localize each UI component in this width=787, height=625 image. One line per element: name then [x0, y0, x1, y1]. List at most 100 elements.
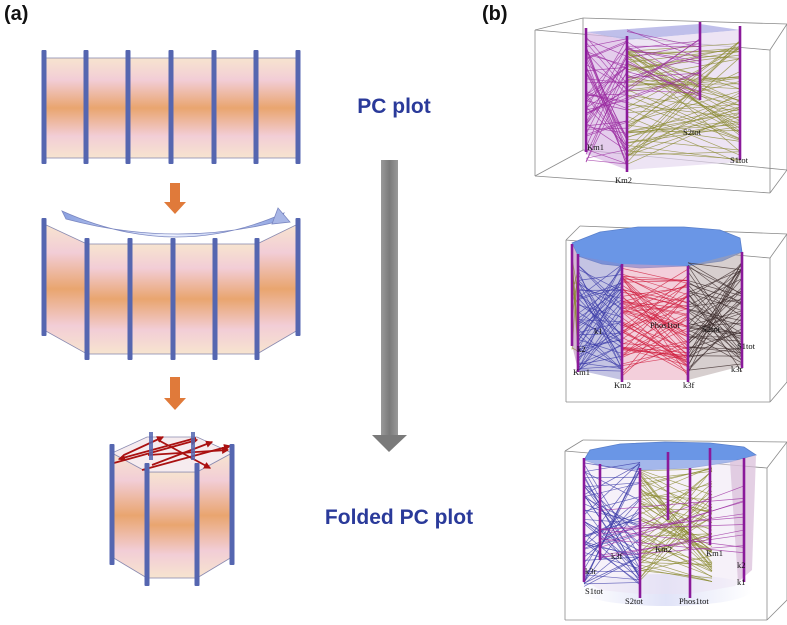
plot1-box-edge-10 [769, 169, 787, 194]
plot2-line-c-35 [687, 265, 743, 298]
plot1-line-a-12 [585, 159, 628, 165]
plot1-line-b-61 [626, 108, 741, 138]
plot1-line-a-24 [585, 66, 628, 99]
plot2-line-a-33 [577, 279, 623, 320]
plot1-line-a-60 [585, 55, 628, 148]
plot2-label-km1: Km1 [573, 367, 590, 377]
orange-down-arrow-2 [164, 377, 186, 410]
plot3-box-edge-2 [582, 439, 787, 443]
panel-b-label: (b) [482, 3, 508, 25]
flat-pc-axes [41, 50, 301, 164]
plot1-line-b-51 [626, 112, 741, 165]
plot2-line-b-28 [621, 328, 689, 373]
plot3-line-b-13 [639, 468, 713, 472]
plot3-line-b-56 [639, 503, 713, 544]
plot2-line-b-41 [621, 276, 689, 377]
plot2-line-c-49 [687, 322, 743, 327]
plot1-label-s1tot: S1tot [730, 155, 749, 165]
plot3-line-a-43 [583, 556, 641, 587]
flat-axis-bar-2 [83, 50, 89, 164]
plot2-line-c-7 [687, 317, 743, 369]
plot1-line-c-17 [626, 48, 701, 62]
plot2-line-b-13 [621, 317, 689, 367]
plot2-line-b-67 [621, 305, 689, 333]
plot2-label-km2: Km2 [614, 380, 631, 390]
plot3-line-b-50 [639, 483, 713, 543]
plot3-box-edge-9 [766, 599, 787, 621]
plot2-line-c-56 [687, 363, 743, 371]
plot1-line-c-14 [626, 41, 701, 88]
plot2-line-b-12 [621, 354, 689, 366]
plot3-line-a-36 [583, 524, 641, 549]
folded-red-line-5 [117, 437, 197, 461]
plot1-box-edge-2 [582, 17, 787, 25]
plot1-line-c-19 [626, 89, 701, 94]
plot2-line-c-28 [687, 283, 743, 303]
plot1-line-b-14 [626, 151, 741, 156]
plot2-line-a-35 [577, 283, 623, 309]
folded-red-line-7 [151, 440, 214, 466]
plot2-line-c-60 [687, 265, 743, 347]
plot1-line-b-39 [626, 101, 741, 141]
flat-axis-bar-3 [125, 50, 131, 164]
plot1-line-b-46 [626, 74, 741, 134]
plot2-line-c-59 [687, 293, 743, 372]
plot3-label-k1: k1 [737, 577, 746, 587]
plot2-line-c-34 [687, 299, 743, 355]
plot3-line-a-32 [583, 542, 641, 584]
plot2-label-s2tot: S2tot [702, 324, 721, 334]
plot1-line-b-17 [626, 103, 741, 119]
plot3-line-b-61 [639, 470, 713, 537]
plot3-line-a-45 [583, 483, 641, 498]
plot1-line-b-37 [626, 124, 741, 133]
plot2-line-a-42 [577, 268, 623, 292]
plot3-line-b-7 [639, 516, 713, 553]
pc-plot-title: PC plot [357, 95, 431, 118]
folded-pc-plot-title: Folded PC plot [325, 506, 473, 529]
plot3-polylines [583, 461, 745, 587]
plot1-line-b-35 [626, 100, 741, 152]
plot1-line-a-58 [585, 38, 628, 48]
plot2-label-s1tot: S1tot [737, 341, 756, 351]
plot1-line-b-52 [626, 76, 741, 87]
plot2-line-b-64 [621, 286, 689, 297]
plot2-line-c-47 [687, 323, 743, 335]
plot2-line-a-40 [577, 329, 623, 356]
plot2-line-c-37 [687, 261, 743, 326]
bent-axis-bar-5 [212, 238, 218, 360]
plot1-line-a-13 [585, 51, 628, 95]
plot3-line-a-52 [583, 506, 641, 583]
plot1-line-a-59 [585, 106, 628, 146]
plot1-line-b-63 [626, 80, 741, 111]
plot1-box-edge-9 [534, 175, 771, 194]
plot3-line-a-27 [583, 463, 641, 557]
bending-arc-arrow [61, 207, 291, 238]
plot3-line-b-43 [639, 536, 713, 570]
bent-pc-axes [41, 218, 301, 360]
plot2-line-b-47 [621, 276, 689, 304]
plot3-line-a-51 [583, 463, 641, 583]
plot3-line-c-1 [599, 524, 745, 530]
plot2-line-b-65 [621, 283, 689, 328]
folded-axis-bar-4 [229, 444, 235, 565]
plot1-line-c-3 [626, 55, 701, 79]
plot1-line-a-23 [585, 67, 628, 153]
plot1-line-b-28 [626, 53, 741, 107]
flat-axis-bar-1 [41, 50, 47, 164]
plot3-line-a-34 [583, 470, 641, 581]
plot1-line-a-53 [585, 38, 628, 57]
plot2-line-c-31 [687, 336, 743, 342]
plot1-line-b-70 [626, 51, 741, 132]
plot2-line-b-33 [621, 340, 689, 356]
panel-b: (b) Km1 Km2 S2tot S1tot Phos1tot k2 [482, 3, 787, 621]
bent-axis-bar-3 [127, 238, 133, 360]
folded-axis-bar-1 [109, 444, 115, 565]
plot3-line-a-44 [583, 476, 641, 578]
plot2-line-a-60 [577, 321, 623, 334]
plot2-line-b-62 [621, 295, 689, 334]
plot1-line-a-34 [585, 93, 628, 96]
plot3-line-b-8 [639, 500, 713, 531]
plot3-label-k2: k2 [737, 560, 746, 570]
plot1-label-km1: Km1 [587, 142, 604, 152]
